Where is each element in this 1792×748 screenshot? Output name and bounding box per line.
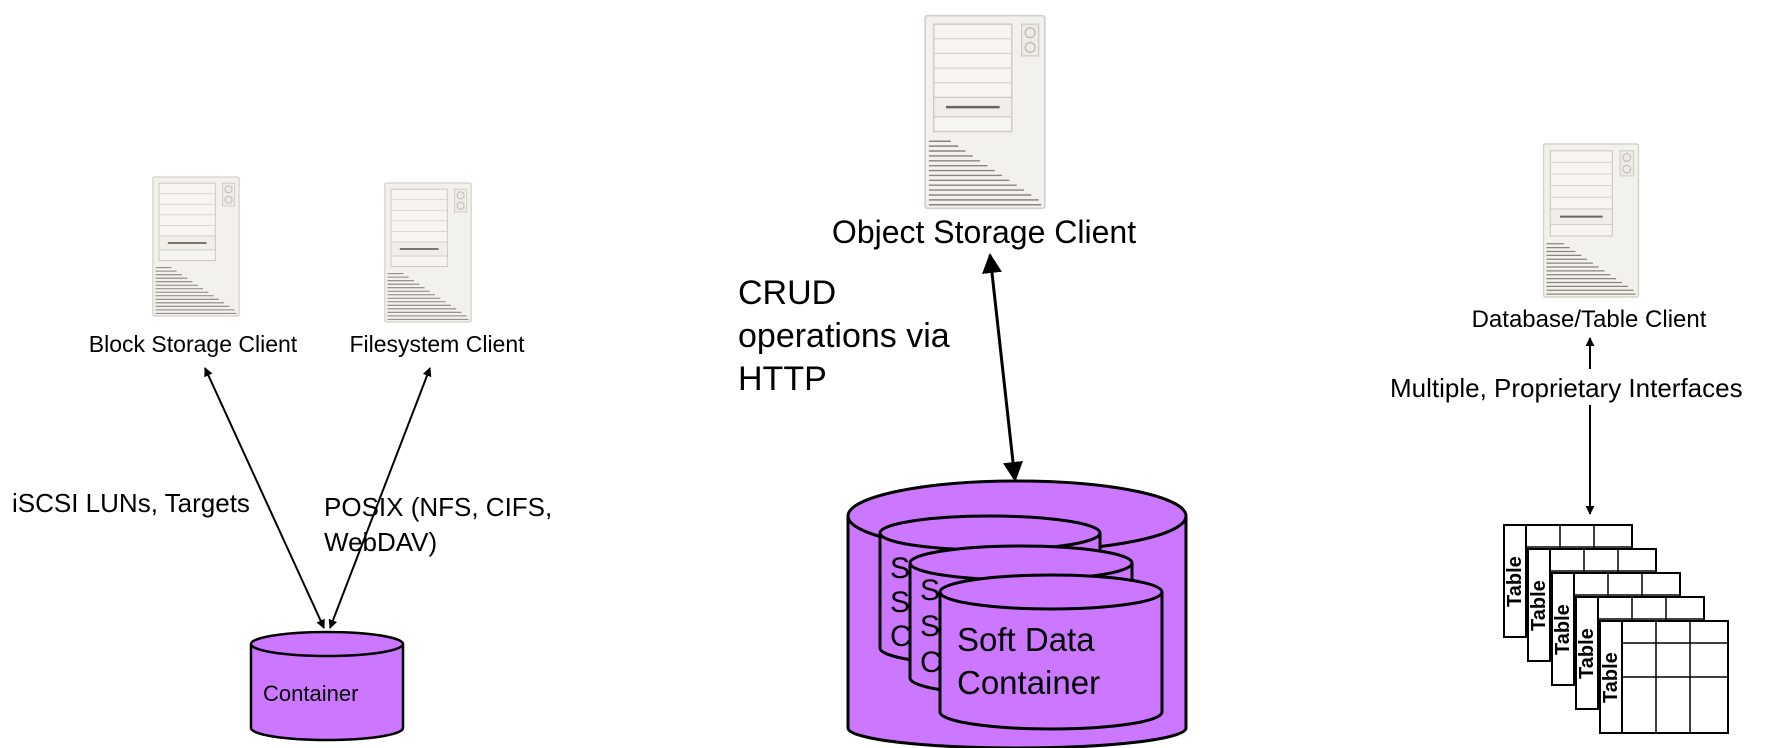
- middle-container-text-2: S: [920, 610, 940, 643]
- interfaces-label-background: [1388, 369, 1788, 405]
- table-card-label: Table: [1576, 628, 1598, 679]
- posix-arrow: [328, 367, 432, 629]
- table-card-label: Table: [1552, 604, 1574, 655]
- soft-data-container-label-line1: Soft Data: [957, 621, 1095, 658]
- posix-label-line2: WebDAV): [324, 527, 437, 557]
- back-container-text-2: S: [890, 586, 910, 619]
- filesystem-server-icon: [384, 182, 472, 323]
- block-storage-server-icon: [152, 176, 240, 317]
- object-storage-client-label: Object Storage Client: [832, 214, 1136, 250]
- block-storage-client-label: Block Storage Client: [89, 331, 298, 357]
- database-table-client-label: Database/Table Client: [1472, 306, 1707, 333]
- crud-label-line1: CRUD: [738, 274, 836, 312]
- database-server-icon: [1542, 143, 1640, 298]
- table-card-label: Table: [1504, 556, 1526, 607]
- object-storage-section: Object Storage Client CRUD operations vi…: [738, 14, 1188, 748]
- crud-label-line2: operations via: [738, 317, 950, 355]
- crud-arrow: [982, 253, 1023, 482]
- table-card: Table: [1599, 620, 1729, 734]
- soft-data-container-front: [938, 573, 1164, 731]
- container-cylinder: [249, 630, 405, 742]
- table-card-label: Table: [1600, 652, 1622, 703]
- iscsi-arrow: [204, 367, 325, 629]
- iscsi-label: iSCSI LUNs, Targets: [12, 488, 250, 518]
- object-storage-server-icon: [924, 14, 1046, 210]
- middle-container-text-1: S: [920, 574, 940, 607]
- middle-container-text-3: C: [920, 646, 942, 679]
- table-card-label: Table: [1528, 580, 1550, 631]
- back-container-text-1: S: [890, 552, 910, 585]
- back-container-text-3: C: [890, 620, 912, 653]
- soft-data-container-label-line2: Container: [957, 664, 1100, 701]
- container-label: Container: [263, 681, 358, 706]
- crud-label-line3: HTTP: [738, 360, 827, 398]
- posix-label-line1: POSIX (NFS, CIFS,: [324, 492, 552, 522]
- block-fs-section: Block Storage Client Filesystem Client i…: [12, 176, 552, 742]
- filesystem-client-label: Filesystem Client: [349, 331, 525, 357]
- interfaces-label: Multiple, Proprietary Interfaces: [1390, 373, 1743, 403]
- database-table-section: Database/Table Client Multiple, Propriet…: [1388, 143, 1788, 734]
